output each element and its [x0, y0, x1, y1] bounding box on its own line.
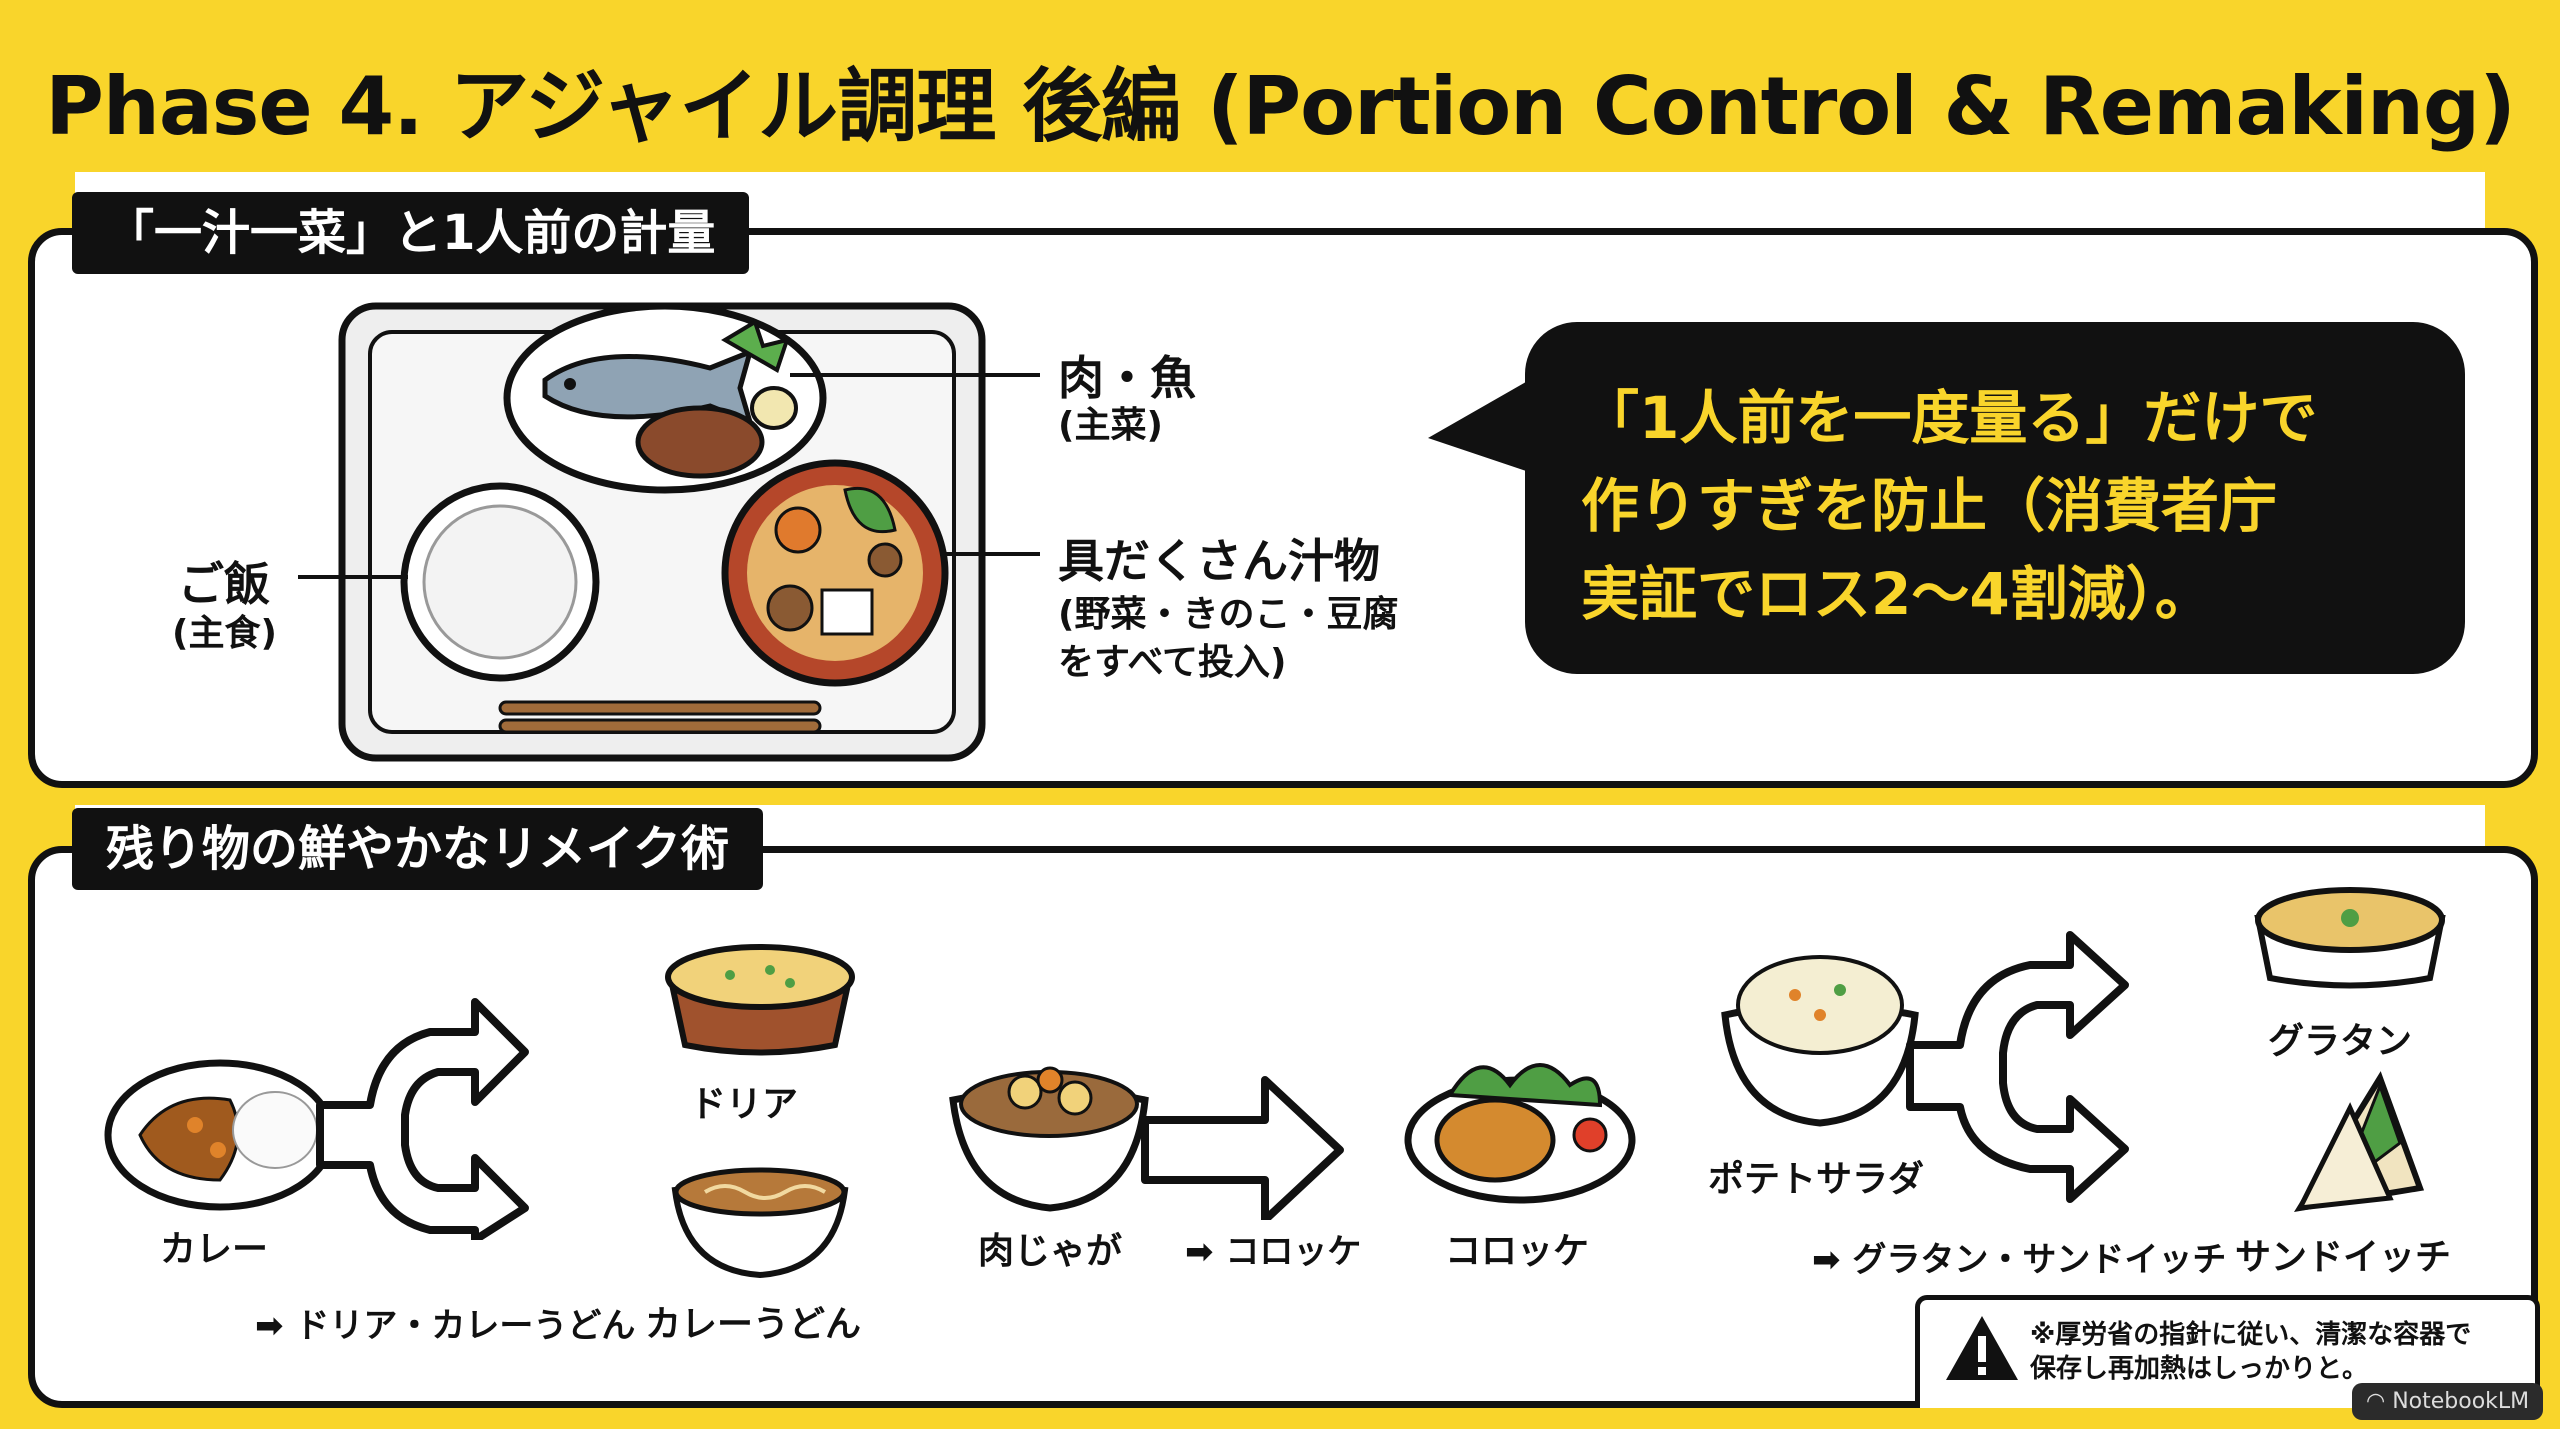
- potato-salad-bowl-icon: [1721, 955, 1919, 1127]
- label-rice: ご飯: [178, 557, 270, 611]
- doria-icon: [665, 944, 855, 1056]
- fish-plate-icon: [503, 302, 827, 494]
- label-nikujaga: 肉じゃが: [978, 1231, 1123, 1272]
- curry-route: ➡ ドリア・カレーうどん: [255, 1306, 636, 1346]
- page-title: Phase 4. アジャイル調理 後編 (Portion Control & R…: [45, 60, 2516, 153]
- gratin-icon: [2254, 887, 2446, 989]
- rice-bowl-icon: [400, 482, 600, 682]
- leader-line-main: [790, 373, 1040, 377]
- warning-text: ※厚労省の指針に従い、清潔な容器で 保存し再加熱はしっかりと。: [2030, 1318, 2471, 1386]
- remake-section-tab: 残り物の鮮やかなリメイク術: [72, 808, 764, 890]
- label-rice-sub: (主食): [172, 613, 277, 654]
- nikujaga-bowl-icon: [949, 1066, 1149, 1212]
- label-curry-udon: カレーうどん: [645, 1304, 862, 1345]
- label-soup: 具だくさん汁物: [1058, 534, 1380, 588]
- leader-line-soup: [940, 552, 1040, 556]
- notebooklm-badge: ◠ NotebookLM: [2352, 1383, 2544, 1420]
- label-korokke: コロッケ: [1445, 1231, 1590, 1272]
- warning-icon: [1946, 1316, 2018, 1380]
- notebooklm-logo-icon: ◠: [2366, 1389, 2386, 1414]
- callout-line-3: 実証でロス2〜4割減）。: [1581, 560, 2213, 628]
- miso-soup-icon: [721, 459, 949, 687]
- label-main-dish-sub: (主菜): [1058, 405, 1163, 446]
- curry-plate-icon: [104, 1059, 336, 1211]
- nikujaga-route: ➡ コロッケ: [1185, 1232, 1362, 1272]
- label-sandwich: サンドイッチ: [2235, 1237, 2452, 1278]
- split-arrow-icon: [316, 998, 529, 1240]
- sandwich-icon: [2293, 1071, 2425, 1213]
- label-doria: ドリア: [690, 1084, 799, 1125]
- nikujaga-remake-diagram: [949, 1066, 1344, 1220]
- portion-section-tab: 「一汁一菜」と1人前の計量: [72, 192, 750, 274]
- callout-line-2: 作りすぎを防止（消費者庁: [1581, 472, 2278, 540]
- potato-remake-diagram: [1721, 931, 2129, 1203]
- curry-remake-diagram: [104, 998, 529, 1240]
- callout-line-1: 「1人前を一度量る」だけで: [1581, 384, 2318, 452]
- split-arrow-icon-2: [1906, 931, 2129, 1203]
- label-gratin: グラタン: [2268, 1021, 2413, 1062]
- label-soup-sub-1: (野菜・きのこ・豆腐: [1058, 594, 1399, 635]
- curry-udon-icon: [671, 1167, 849, 1279]
- chopsticks-icon: [498, 700, 822, 734]
- label-curry: カレー: [160, 1229, 269, 1270]
- label-soup-sub-2: をすべて投入): [1058, 642, 1287, 683]
- leader-line-rice: [298, 575, 408, 579]
- meal-tray-illustration: [338, 302, 986, 762]
- korokke-plate-icon: [1404, 1063, 1636, 1204]
- potato-route: ➡ グラタン・サンドイッチ: [1812, 1240, 2227, 1280]
- warning-line-2: 保存し再加熱はしっかりと。: [2030, 1354, 2369, 1384]
- portion-callout: 「1人前を一度量る」だけで 作りすぎを防止（消費者庁 実証でロス2〜4割減）。: [1525, 322, 2465, 674]
- label-potato-salad: ポテトサラダ: [1708, 1159, 1925, 1200]
- callout-pointer: [1428, 375, 1538, 475]
- warning-line-1: ※厚労省の指針に従い、清潔な容器で: [2030, 1320, 2472, 1350]
- notebooklm-label: NotebookLM: [2392, 1389, 2530, 1414]
- single-arrow-icon: [1141, 1076, 1344, 1220]
- label-main-dish: 肉・魚: [1058, 351, 1196, 405]
